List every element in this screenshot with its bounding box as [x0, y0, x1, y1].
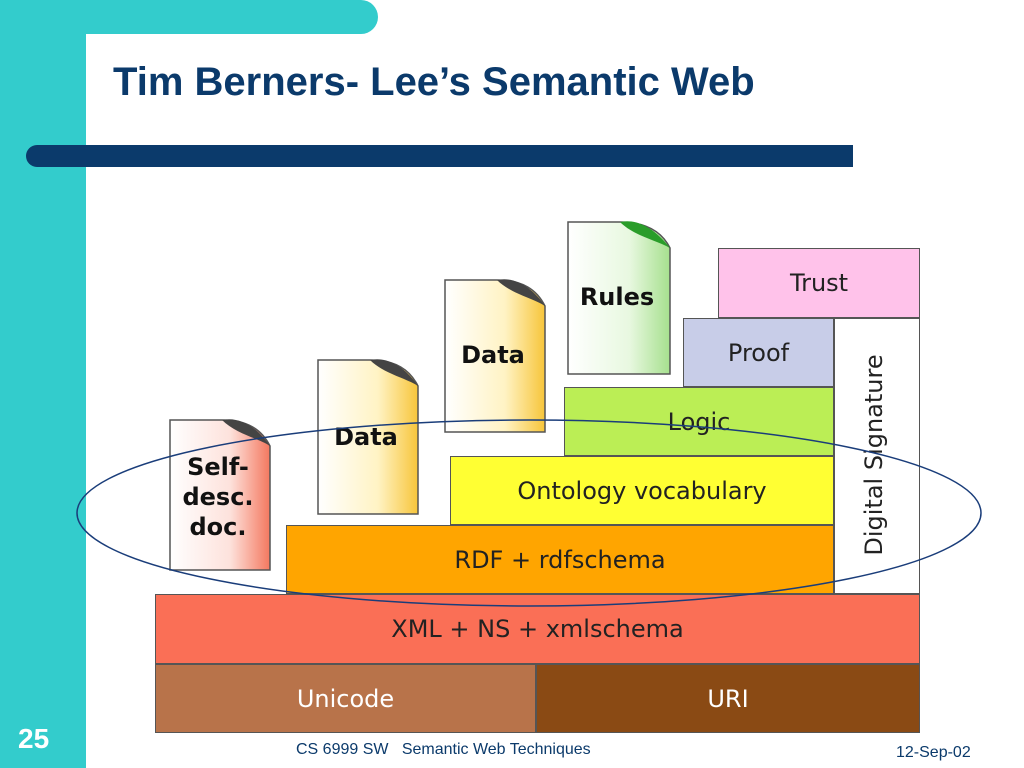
trust-label: Trust	[789, 269, 849, 297]
slide-title: Tim Berners- Lee’s Semantic Web	[113, 60, 755, 104]
proof-label: Proof	[727, 338, 790, 367]
proof-layer: Proof	[683, 318, 834, 387]
trust-layer: Trust	[718, 248, 920, 318]
slide-number: 25	[18, 723, 50, 754]
self-desc-line-3: doc.	[189, 513, 247, 541]
title-underline-bar	[26, 145, 853, 167]
self-desc-line-1: Self-	[187, 453, 249, 481]
data-doc-label-1: Data	[334, 423, 398, 451]
unicode-label: Unicode	[296, 684, 395, 713]
rdf-layer: RDF + rdfschema	[286, 525, 834, 594]
logic-layer: Logic	[564, 387, 834, 456]
ontology-layer: Ontology vocabulary	[450, 456, 834, 525]
xml-label: XML + NS + xmlschema	[391, 615, 684, 643]
rules-doc-label: Rules	[579, 283, 655, 311]
top-accent-tab	[0, 0, 378, 34]
footer-date: 12-Sep-02	[896, 744, 971, 761]
self-desc-line-2: desc.	[182, 483, 254, 511]
rdf-label: RDF + rdfschema	[454, 545, 666, 574]
footer-course-title: CS 6999 SW Semantic Web Techniques	[296, 741, 591, 758]
ontology-label: Ontology vocabulary	[517, 476, 767, 505]
data-doc-icon-2	[444, 279, 546, 433]
rules-doc-icon	[567, 221, 671, 375]
uri-label: URI	[707, 684, 749, 713]
left-sidebar-band	[0, 0, 86, 768]
self-desc-doc-label: Self- desc. doc.	[172, 452, 264, 542]
xml-layer: XML + NS + xmlschema	[155, 594, 920, 664]
digital-signature-label: Digital Signature	[860, 354, 888, 556]
unicode-layer: Unicode	[155, 664, 536, 733]
uri-layer: URI	[536, 664, 920, 733]
logic-label: Logic	[667, 407, 731, 436]
data-doc-label-2: Data	[461, 341, 525, 369]
